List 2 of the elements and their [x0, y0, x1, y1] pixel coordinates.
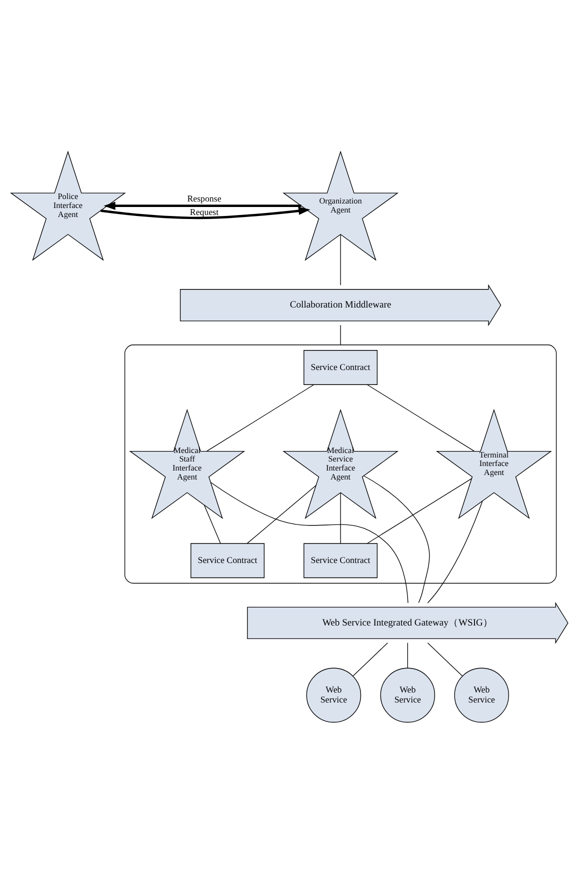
edge-label: Response	[187, 192, 222, 203]
edge-label: Request	[190, 206, 219, 217]
